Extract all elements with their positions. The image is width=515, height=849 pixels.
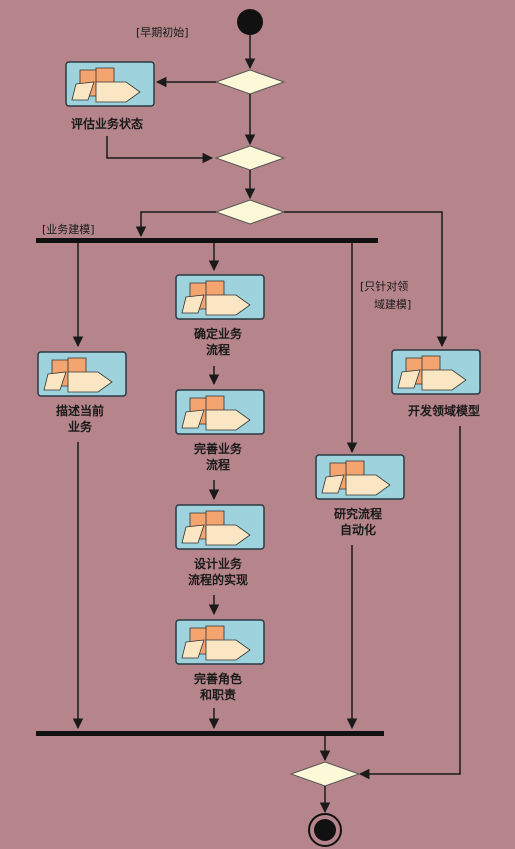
edge-domain-merge xyxy=(358,426,461,780)
label-explore-automation-1: 研究流程 xyxy=(334,506,382,521)
label-design-realization-1: 设计业务 xyxy=(194,556,243,571)
edge-decision3-domain xyxy=(284,211,448,348)
activity-document-icon xyxy=(37,351,127,397)
activity-describe-current[interactable] xyxy=(37,351,127,397)
guard-domain-only-2: 域建模] xyxy=(374,297,411,311)
label-describe-current-2: 业务 xyxy=(68,419,93,434)
activity-assess-status[interactable] xyxy=(65,61,155,107)
label-identify-process-1: 确定业务 xyxy=(194,326,243,341)
label-assess-status: 评估业务状态 xyxy=(71,116,143,131)
activity-document-icon xyxy=(175,274,265,320)
activity-refine-process[interactable] xyxy=(175,389,265,435)
label-design-realization-2: 流程的实现 xyxy=(188,572,248,587)
activity-document-icon xyxy=(175,504,265,550)
decision-diamond-icon xyxy=(214,69,286,95)
guard-business-modeling: [业务建模] xyxy=(42,222,95,236)
label-develop-domain-model: 开发领域模型 xyxy=(408,403,480,418)
decision-diamond-icon xyxy=(214,199,286,225)
activity-identify-process[interactable] xyxy=(175,274,265,320)
label-identify-process-2: 流程 xyxy=(206,342,230,357)
label-refine-process-2: 流程 xyxy=(206,457,230,472)
edge-assess-decision2 xyxy=(106,136,214,164)
label-refine-roles-1: 完善角色 xyxy=(194,671,242,686)
final-node-icon xyxy=(308,813,342,847)
activity-explore-automation[interactable] xyxy=(315,454,405,500)
label-refine-roles-2: 和职责 xyxy=(199,687,236,702)
decision-diamond-icon xyxy=(289,761,361,787)
label-explore-automation-2: 自动化 xyxy=(340,522,376,537)
label-refine-process-1: 完善业务 xyxy=(194,441,243,456)
activity-document-icon xyxy=(65,61,155,107)
join-bar xyxy=(36,731,384,736)
activity-document-icon xyxy=(315,454,405,500)
initial-node-icon xyxy=(237,9,263,35)
activity-document-icon xyxy=(391,349,481,395)
fork-bar xyxy=(36,238,378,243)
guard-early-init: [早期初始] xyxy=(136,25,189,39)
activity-design-realization[interactable] xyxy=(175,504,265,550)
guard-domain-only-1: [只针对领 xyxy=(360,279,408,293)
label-describe-current-1: 描述当前 xyxy=(56,403,104,418)
activity-refine-roles[interactable] xyxy=(175,619,265,665)
decision-diamond-icon xyxy=(214,145,286,171)
activity-document-icon xyxy=(175,619,265,665)
edge-decision3-fork xyxy=(135,211,216,238)
activity-develop-domain-model[interactable] xyxy=(391,349,481,395)
activity-document-icon xyxy=(175,389,265,435)
